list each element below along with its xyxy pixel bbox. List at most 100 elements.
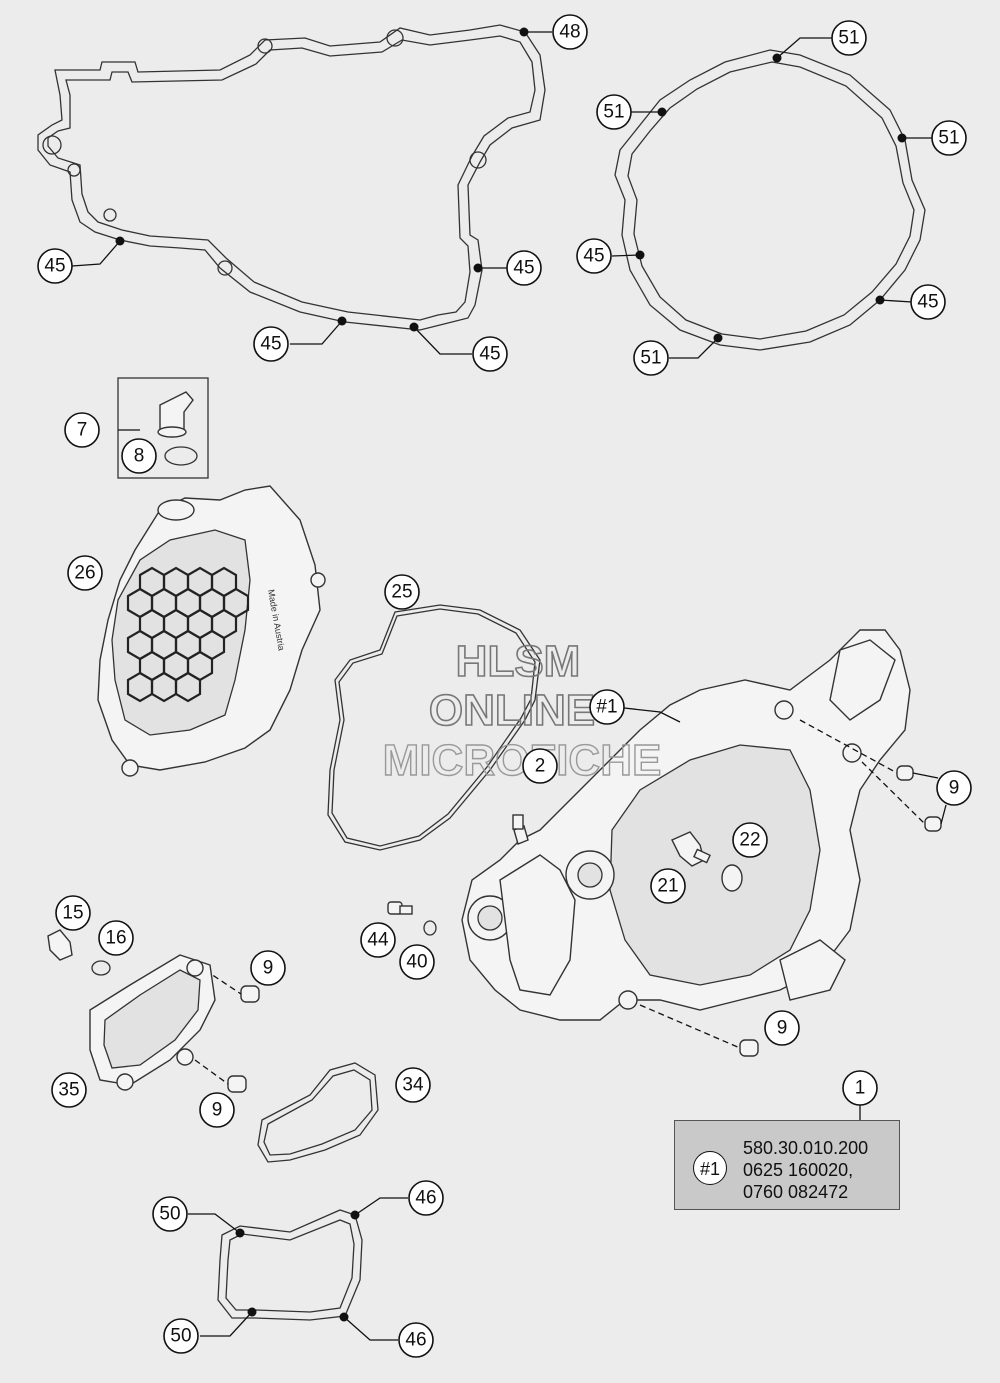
svg-text:45: 45 <box>260 334 281 355</box>
svg-text:#1: #1 <box>596 697 617 718</box>
callout-51-right: 51 <box>931 120 967 156</box>
svg-text:35: 35 <box>58 1080 79 1101</box>
callout-21: 21 <box>650 868 686 904</box>
svg-text:51: 51 <box>938 128 959 149</box>
callout-45-mid-right: 45 <box>506 250 542 286</box>
callout-34: 34 <box>395 1067 431 1103</box>
svg-text:46: 46 <box>405 1330 426 1351</box>
callout-9-pump-bottom: 9 <box>199 1092 235 1128</box>
callout-46-top: 46 <box>408 1180 444 1216</box>
gasket-34-inner <box>263 1069 373 1156</box>
watermark-line-2: ONLINE <box>429 686 595 735</box>
callout-15: 15 <box>55 895 91 931</box>
leader-lines <box>71 31 947 1341</box>
part-number-note: #1 580.30.010.200 0625 160020, 0760 0824… <box>674 1120 900 1210</box>
callout-48: 48 <box>552 14 588 50</box>
svg-text:16: 16 <box>105 928 126 949</box>
screw-44 <box>387 901 413 915</box>
svg-text:45: 45 <box>583 246 604 267</box>
screw-15 <box>47 929 73 961</box>
svg-text:40: 40 <box>406 952 427 973</box>
callout-ref-1: #1 <box>589 689 625 725</box>
svg-text:21: 21 <box>657 876 678 897</box>
callout-50-bottom: 50 <box>163 1318 199 1354</box>
svg-text:45: 45 <box>917 292 938 313</box>
svg-text:9: 9 <box>212 1100 223 1121</box>
callout-44: 44 <box>360 922 396 958</box>
callout-2: 2 <box>522 748 558 784</box>
callout-26: 26 <box>67 555 103 591</box>
svg-text:9: 9 <box>263 958 274 979</box>
svg-text:9: 9 <box>949 778 960 799</box>
svg-text:15: 15 <box>62 903 83 924</box>
callout-51-top: 51 <box>831 20 867 56</box>
bleed-screw <box>512 814 529 845</box>
svg-text:45: 45 <box>479 344 500 365</box>
ignition-cover-gasket <box>614 49 926 351</box>
clutch-cover-gasket <box>37 24 546 331</box>
clutch-cover-o-ring <box>327 604 541 851</box>
svg-text:51: 51 <box>640 348 661 369</box>
callout-45-bottom-left: 45 <box>253 326 289 362</box>
svg-text:26: 26 <box>74 563 95 584</box>
callout-46-bottom: 46 <box>398 1322 434 1358</box>
washer-22 <box>721 864 743 892</box>
callout-16: 16 <box>98 920 134 956</box>
svg-text:2: 2 <box>535 756 546 777</box>
callout-51-left: 51 <box>596 94 632 130</box>
outer-clutch-cover: Made in Austria <box>97 485 326 777</box>
callout-51-bottom: 51 <box>633 340 669 376</box>
callout-25: 25 <box>384 574 420 610</box>
svg-text:45: 45 <box>44 256 65 277</box>
note-line-3: 0760 082472 <box>743 1182 849 1202</box>
callout-45-round-left: 45 <box>576 238 612 274</box>
callout-45-left: 45 <box>37 248 73 284</box>
svg-text:1: 1 <box>855 1078 866 1099</box>
svg-text:22: 22 <box>739 830 760 851</box>
water-pump-cover-gasket-lower <box>217 1209 363 1321</box>
callout-22: 22 <box>732 822 768 858</box>
callout-40: 40 <box>399 944 435 980</box>
dowel-leader-lines <box>194 719 926 1085</box>
svg-text:51: 51 <box>838 28 859 49</box>
svg-text:50: 50 <box>159 1204 180 1225</box>
sensor-21 <box>671 831 711 867</box>
watermark-line-1: HLSM <box>456 637 581 686</box>
svg-text:7: 7 <box>77 420 88 441</box>
svg-text:8: 8 <box>134 446 145 467</box>
callout-35: 35 <box>51 1072 87 1108</box>
seal-ring-16 <box>91 960 111 976</box>
svg-text:44: 44 <box>367 930 389 951</box>
svg-text:50: 50 <box>170 1326 191 1347</box>
note-line-1: 580.30.010.200 <box>743 1138 869 1158</box>
svg-text:51: 51 <box>603 102 624 123</box>
inner-clutch-cover <box>461 629 911 1021</box>
callout-7: 7 <box>64 412 100 448</box>
svg-text:46: 46 <box>415 1188 436 1209</box>
note-line-2: 0625 160020, <box>743 1160 854 1180</box>
callout-1: 1 <box>842 1070 878 1106</box>
note-reference-marker: #1 <box>693 1151 727 1185</box>
svg-text:45: 45 <box>513 258 534 279</box>
water-pump-cover <box>89 954 216 1091</box>
watermark: HLSM ONLINE MICROFICHE <box>382 636 662 786</box>
water-pump-gasket <box>257 1062 379 1163</box>
svg-text:48: 48 <box>559 22 580 43</box>
note-part-numbers: 580.30.010.200 0625 160020, 0760 082472 <box>743 1137 868 1203</box>
callout-45-bottom-right: 45 <box>472 336 508 372</box>
callout-9-right: 9 <box>936 770 972 806</box>
svg-text:25: 25 <box>391 582 412 603</box>
callout-45-round-right: 45 <box>910 284 946 320</box>
svg-text:34: 34 <box>402 1075 424 1096</box>
leader-dots <box>115 27 907 1322</box>
watermark-line-3: MICROFICHE <box>383 736 662 785</box>
callout-9-bottom: 9 <box>764 1010 800 1046</box>
oil-plug-detail <box>117 377 209 479</box>
washer-40 <box>423 920 437 936</box>
callout-50-top: 50 <box>152 1196 188 1232</box>
o-ring-inner-edge <box>331 608 536 847</box>
callout-9-pump-top: 9 <box>250 950 286 986</box>
svg-text:9: 9 <box>777 1018 788 1039</box>
callout-8: 8 <box>121 438 157 474</box>
